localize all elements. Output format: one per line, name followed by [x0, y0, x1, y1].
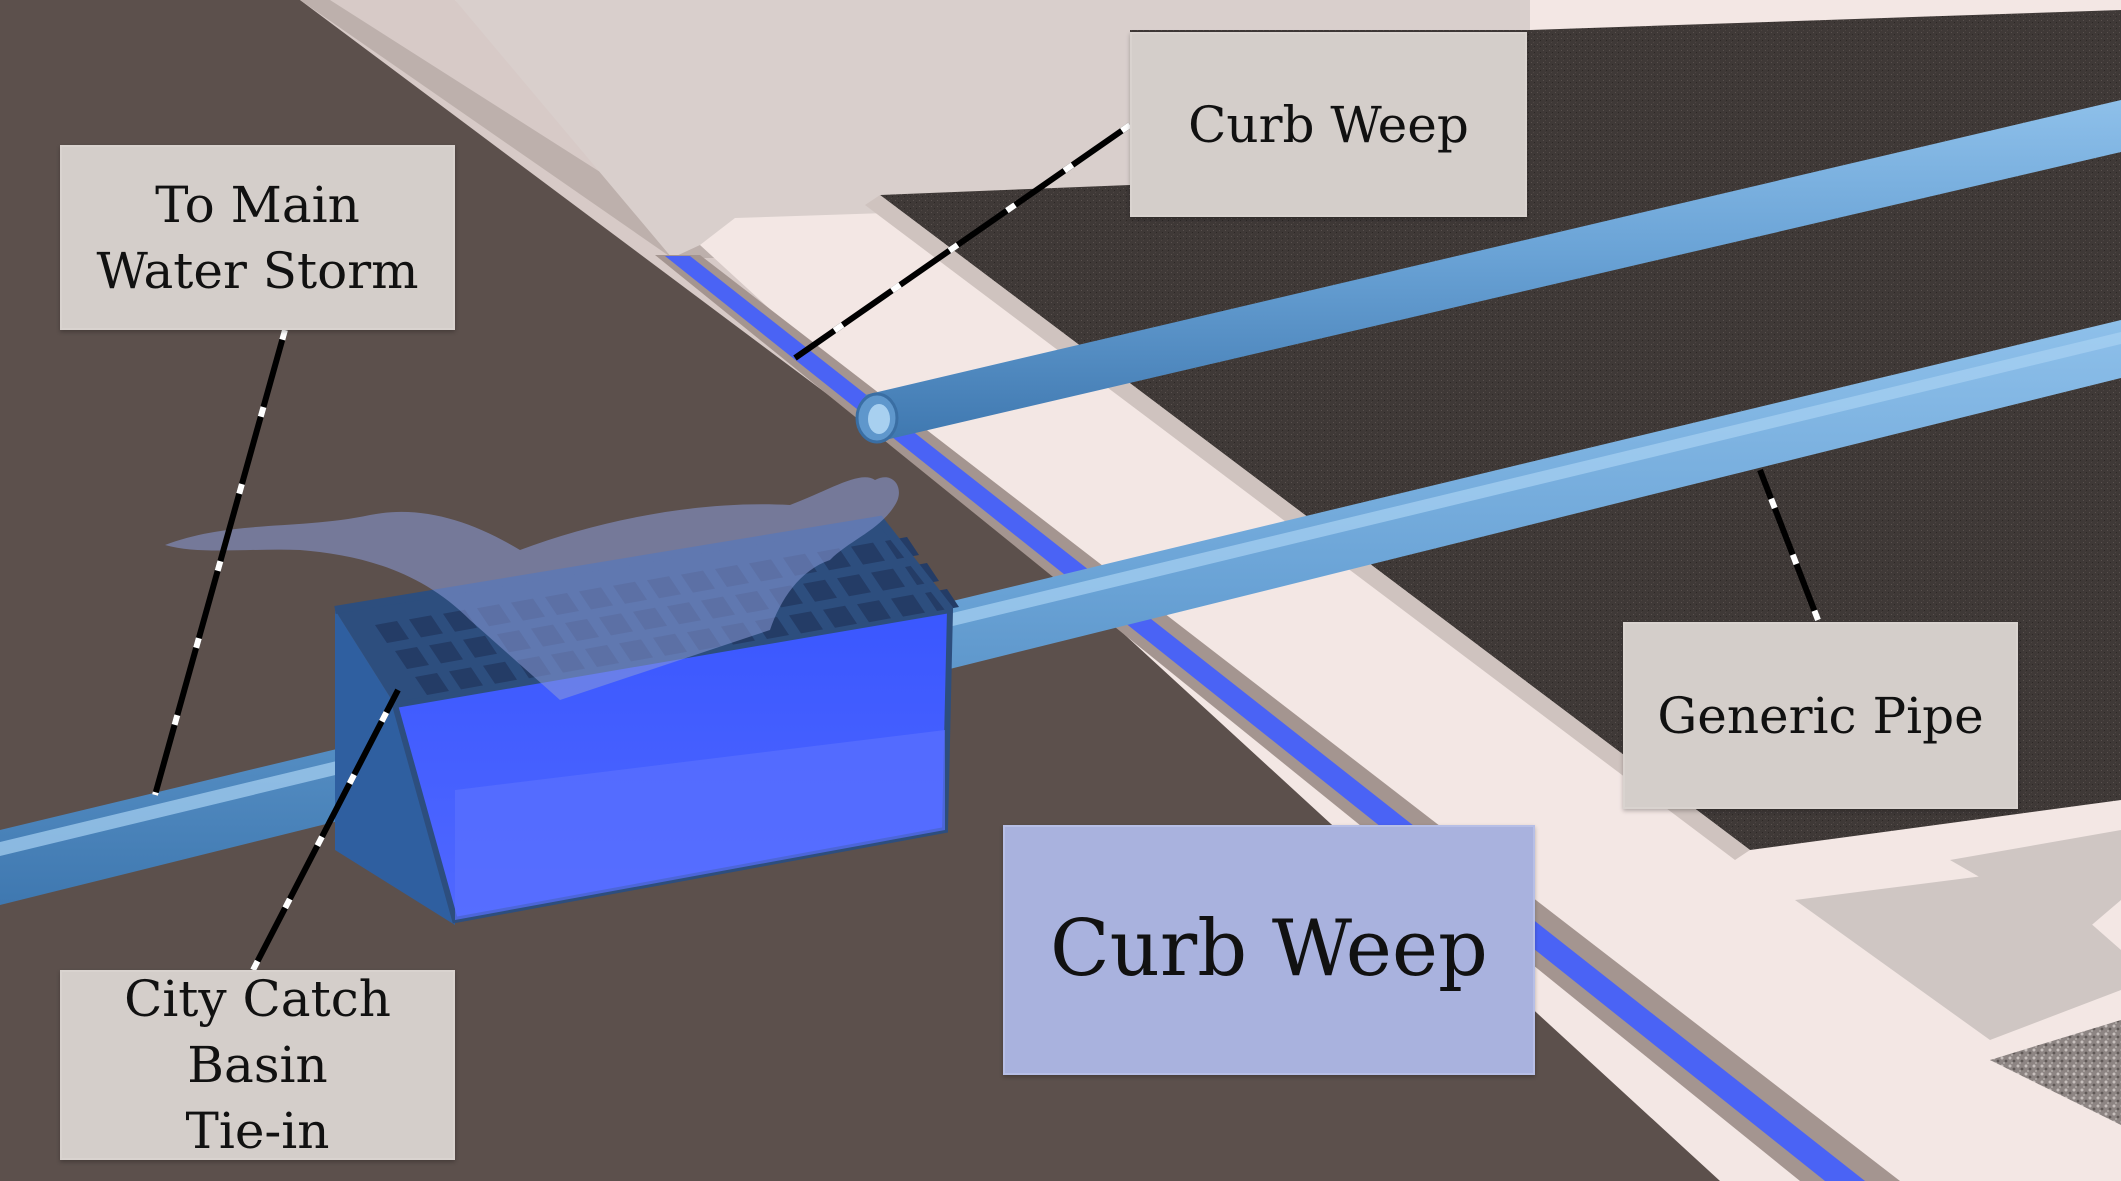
grate-slot [803, 579, 837, 602]
gutter-water [665, 256, 1865, 1181]
grate-slot [395, 647, 429, 669]
label-city-catch-basin-text: City Catch Basin Tie-in [124, 970, 391, 1160]
water-plume [165, 477, 899, 700]
label-generic-pipe: Generic Pipe [1623, 622, 2018, 809]
label-to-main-water-storm-text: To Main Water Storm [96, 175, 419, 300]
label-curb-weep-top: Curb Weep [1130, 32, 1527, 217]
grate-slot [871, 568, 905, 591]
grate-slot [415, 673, 449, 695]
grate-slot [857, 600, 891, 623]
label-curb-weep-top-text: Curb Weep [1188, 95, 1469, 154]
label-curb-weep-main-text: Curb Weep [1050, 904, 1488, 995]
upper-pipe [855, 100, 2121, 444]
label-to-main-water-storm: To Main Water Storm [60, 145, 455, 330]
grate-slot [789, 611, 823, 634]
grate-slot [429, 641, 463, 664]
grate-slot [483, 661, 517, 684]
paver-1 [1795, 870, 2121, 1040]
label-generic-pipe-text: Generic Pipe [1657, 686, 1984, 745]
label-city-catch-basin: City Catch Basin Tie-in [60, 970, 455, 1160]
paver-2 [1950, 830, 2121, 935]
grate-slot [463, 635, 497, 658]
grate-slot [449, 667, 483, 690]
leader-lines [152, 122, 1821, 972]
grate-slot [891, 594, 925, 617]
grate-slot [851, 542, 885, 565]
grate-slot [837, 574, 871, 597]
grate-slot [409, 615, 443, 638]
grate-slot [375, 621, 409, 643]
grate-slot [823, 605, 857, 628]
label-curb-weep-main: Curb Weep [1003, 825, 1535, 1075]
upper-sidewalk-panel [455, 0, 1530, 258]
gravel-bed [1990, 1020, 2121, 1125]
